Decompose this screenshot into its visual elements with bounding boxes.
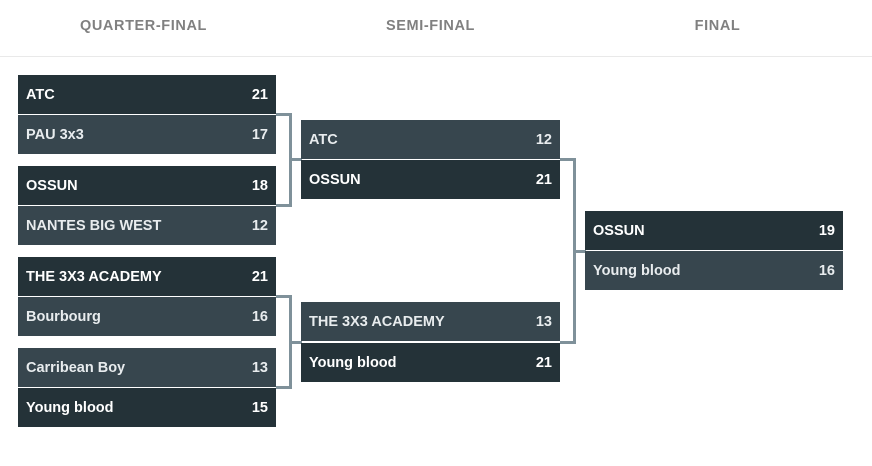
connector-qf-top-out (290, 158, 302, 161)
team-name: NANTES BIG WEST (26, 217, 162, 234)
team-score: 16 (818, 262, 835, 279)
round-header-semi-final: SEMI-FINAL (386, 18, 475, 34)
sf1-team1[interactable]: ATC 12 (301, 120, 560, 159)
team-name: Young blood (309, 354, 397, 371)
qf2-team1[interactable]: OSSUN 18 (18, 166, 276, 205)
team-name: Carribean Boy (26, 359, 126, 376)
qf4-team2[interactable]: Young blood 15 (18, 388, 276, 427)
team-name: OSSUN (26, 177, 78, 194)
team-score: 12 (251, 217, 268, 234)
team-score: 21 (251, 268, 268, 285)
team-score: 21 (535, 171, 552, 188)
team-name: THE 3X3 ACADEMY (309, 313, 445, 330)
team-name: OSSUN (593, 222, 645, 239)
round-header-final: FINAL (694, 18, 741, 34)
qf3-team2[interactable]: Bourbourg 16 (18, 297, 276, 336)
round-header-quarter-final: QUARTER-FINAL (79, 18, 207, 34)
final-team2[interactable]: Young blood 16 (585, 251, 843, 290)
team-score: 12 (535, 131, 552, 148)
team-name: THE 3X3 ACADEMY (26, 268, 162, 285)
qf1-team2[interactable]: PAU 3x3 17 (18, 115, 276, 154)
team-score: 15 (251, 399, 268, 416)
qf2-team2[interactable]: NANTES BIG WEST 12 (18, 206, 276, 245)
team-score: 13 (251, 359, 268, 376)
qf4-team1[interactable]: Carribean Boy 13 (18, 348, 276, 387)
team-score: 16 (251, 308, 268, 325)
final-team1[interactable]: OSSUN 19 (585, 211, 843, 250)
team-name: ATC (309, 131, 338, 148)
sf1-team2[interactable]: OSSUN 21 (301, 160, 560, 199)
team-name: ATC (26, 86, 55, 103)
team-score: 21 (535, 354, 552, 371)
sf2-team1[interactable]: THE 3X3 ACADEMY 13 (301, 302, 560, 341)
team-score: 19 (818, 222, 835, 239)
team-name: Bourbourg (26, 308, 101, 325)
team-score: 18 (251, 177, 268, 194)
qf3-team1[interactable]: THE 3X3 ACADEMY 21 (18, 257, 276, 296)
connector-sf-out (574, 250, 586, 253)
team-score: 17 (251, 126, 268, 143)
team-score: 21 (251, 86, 268, 103)
team-name: Young blood (593, 262, 681, 279)
connector-qf-bottom-out (290, 341, 302, 344)
header-divider (0, 56, 872, 57)
sf2-team2[interactable]: Young blood 21 (301, 343, 560, 382)
team-name: OSSUN (309, 171, 361, 188)
team-score: 13 (535, 313, 552, 330)
qf1-team1[interactable]: ATC 21 (18, 75, 276, 114)
team-name: Young blood (26, 399, 114, 416)
team-name: PAU 3x3 (26, 126, 84, 143)
